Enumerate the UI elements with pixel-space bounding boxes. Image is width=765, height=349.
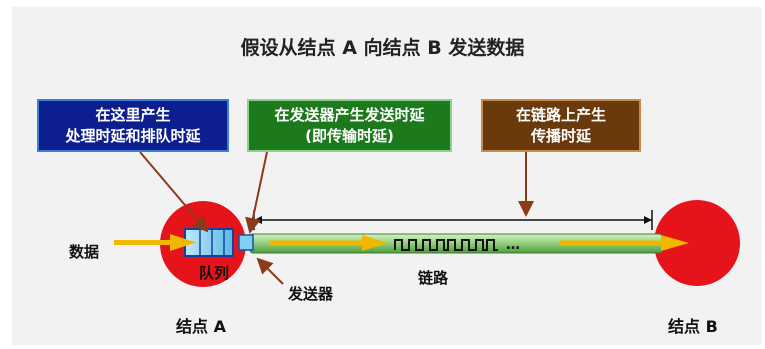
label-node-b: 结点 B [668,317,718,336]
callout-queue-line1: 在这里产生 [95,106,171,124]
propagation-span [253,210,653,230]
label-node-a: 结点 A [176,317,226,336]
callout-line-transmitter [245,151,268,234]
callout-line-queue [139,151,209,233]
queue-icon [184,228,234,257]
callout-tx-line2: (即传输时延) [305,127,394,145]
data-arrow [114,234,196,251]
label-queue: 队列 [199,264,230,282]
link-arrow-1 [270,235,388,251]
diagram-title: 假设从结点 A 向结点 B 发送数据 [240,37,525,59]
callout-tx-line1: 在发送器产生发送时延 [274,106,425,124]
label-data: 数据 [69,243,100,261]
callout-prop-line2: 传播时延 [530,127,591,145]
label-link: 链路 [418,269,449,287]
callout-processing-queuing-delay: 在这里产生 处理时延和排队时延 [37,99,229,152]
node-b-circle [654,200,740,286]
callout-prop-line1: 在链路上产生 [515,106,606,124]
bits-waveform-icon [394,239,498,251]
sender-pointer [256,257,284,285]
callout-propagation-delay: 在链路上产生 传播时延 [481,99,641,152]
label-sender: 发送器 [288,285,334,303]
callout-queue-line2: 处理时延和排队时延 [65,127,201,145]
diagram-background [12,7,762,345]
transmitter-square [238,234,254,251]
link-arrow-2 [560,235,689,251]
callout-transmission-delay: 在发送器产生发送时延 (即传输时延) [247,99,452,152]
ellipsis-text: … [506,237,520,253]
